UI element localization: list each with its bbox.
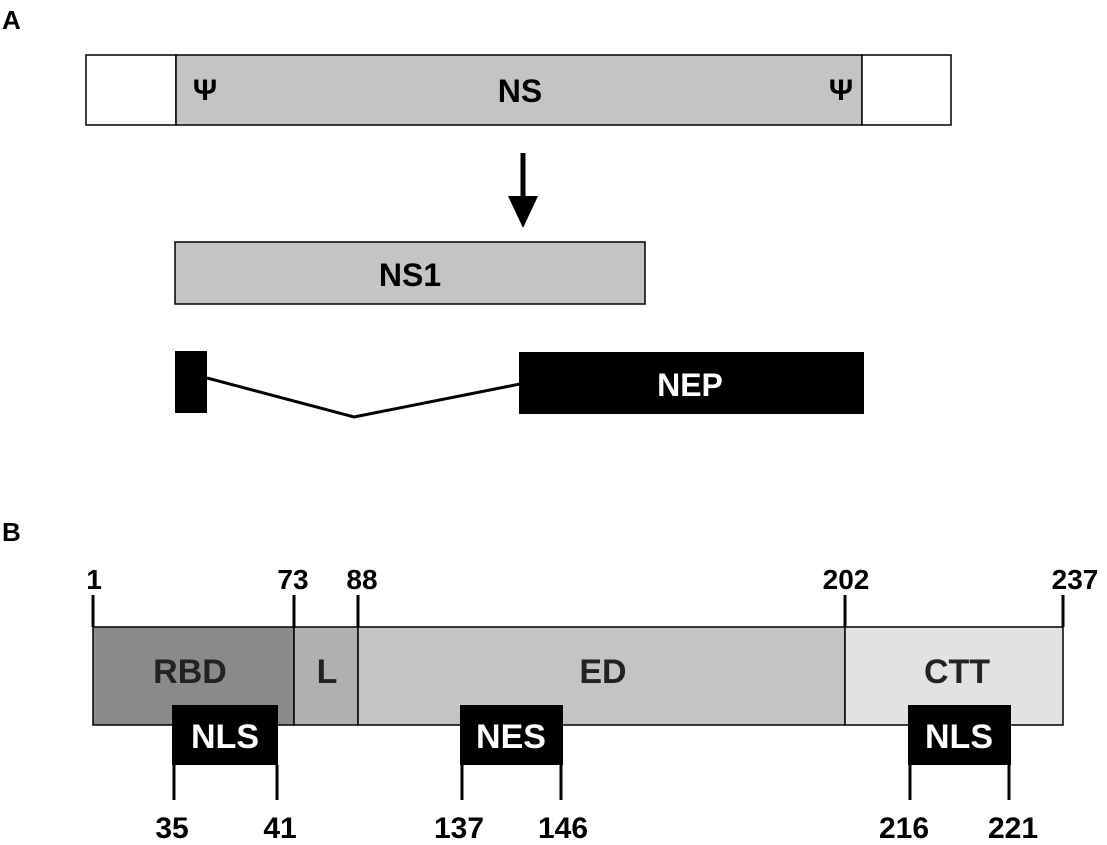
linker-label: L	[317, 653, 338, 691]
nep-label: NEP	[657, 367, 723, 403]
position-73: 73	[277, 564, 308, 595]
linker-domain	[293, 626, 359, 726]
position-202: 202	[823, 564, 870, 595]
position-221: 221	[988, 812, 1038, 845]
nls-label-1: NLS	[191, 718, 259, 756]
psi-left-symbol: Ψ	[193, 74, 217, 107]
ns-label: NS	[498, 73, 542, 109]
position-41: 41	[263, 812, 296, 845]
ed-domain	[357, 626, 846, 726]
nep-splice-intron	[206, 376, 521, 419]
signal-ticks	[172, 765, 1011, 800]
ctt-label: CTT	[924, 653, 990, 691]
nls-box-2	[908, 705, 1011, 765]
ns-coding-region	[175, 54, 863, 126]
position-ticks	[91, 595, 1065, 627]
position-146: 146	[538, 812, 588, 845]
ns-left-utr	[85, 54, 177, 126]
panel-a-label: A	[2, 5, 21, 35]
ns1-label: NS1	[379, 257, 441, 293]
nls-box-1	[172, 705, 278, 765]
ed-label: ED	[579, 653, 626, 691]
nls-label-2: NLS	[925, 718, 993, 756]
nes-label: NES	[476, 718, 546, 756]
position-35: 35	[155, 812, 188, 845]
position-216: 216	[879, 812, 929, 845]
nes-box	[460, 705, 563, 765]
rbd-label: RBD	[153, 653, 227, 691]
ns1-segment	[174, 241, 646, 305]
panel-b-label: B	[2, 517, 21, 547]
nep-exon1	[175, 351, 207, 413]
psi-right-symbol: Ψ	[829, 74, 853, 107]
position-1: 1	[86, 564, 102, 595]
position-137: 137	[434, 812, 484, 845]
ns-right-utr	[861, 54, 952, 126]
nep-exon2	[519, 352, 864, 414]
position-88: 88	[346, 564, 377, 595]
down-arrow-icon	[508, 153, 538, 228]
position-237: 237	[1052, 564, 1099, 595]
